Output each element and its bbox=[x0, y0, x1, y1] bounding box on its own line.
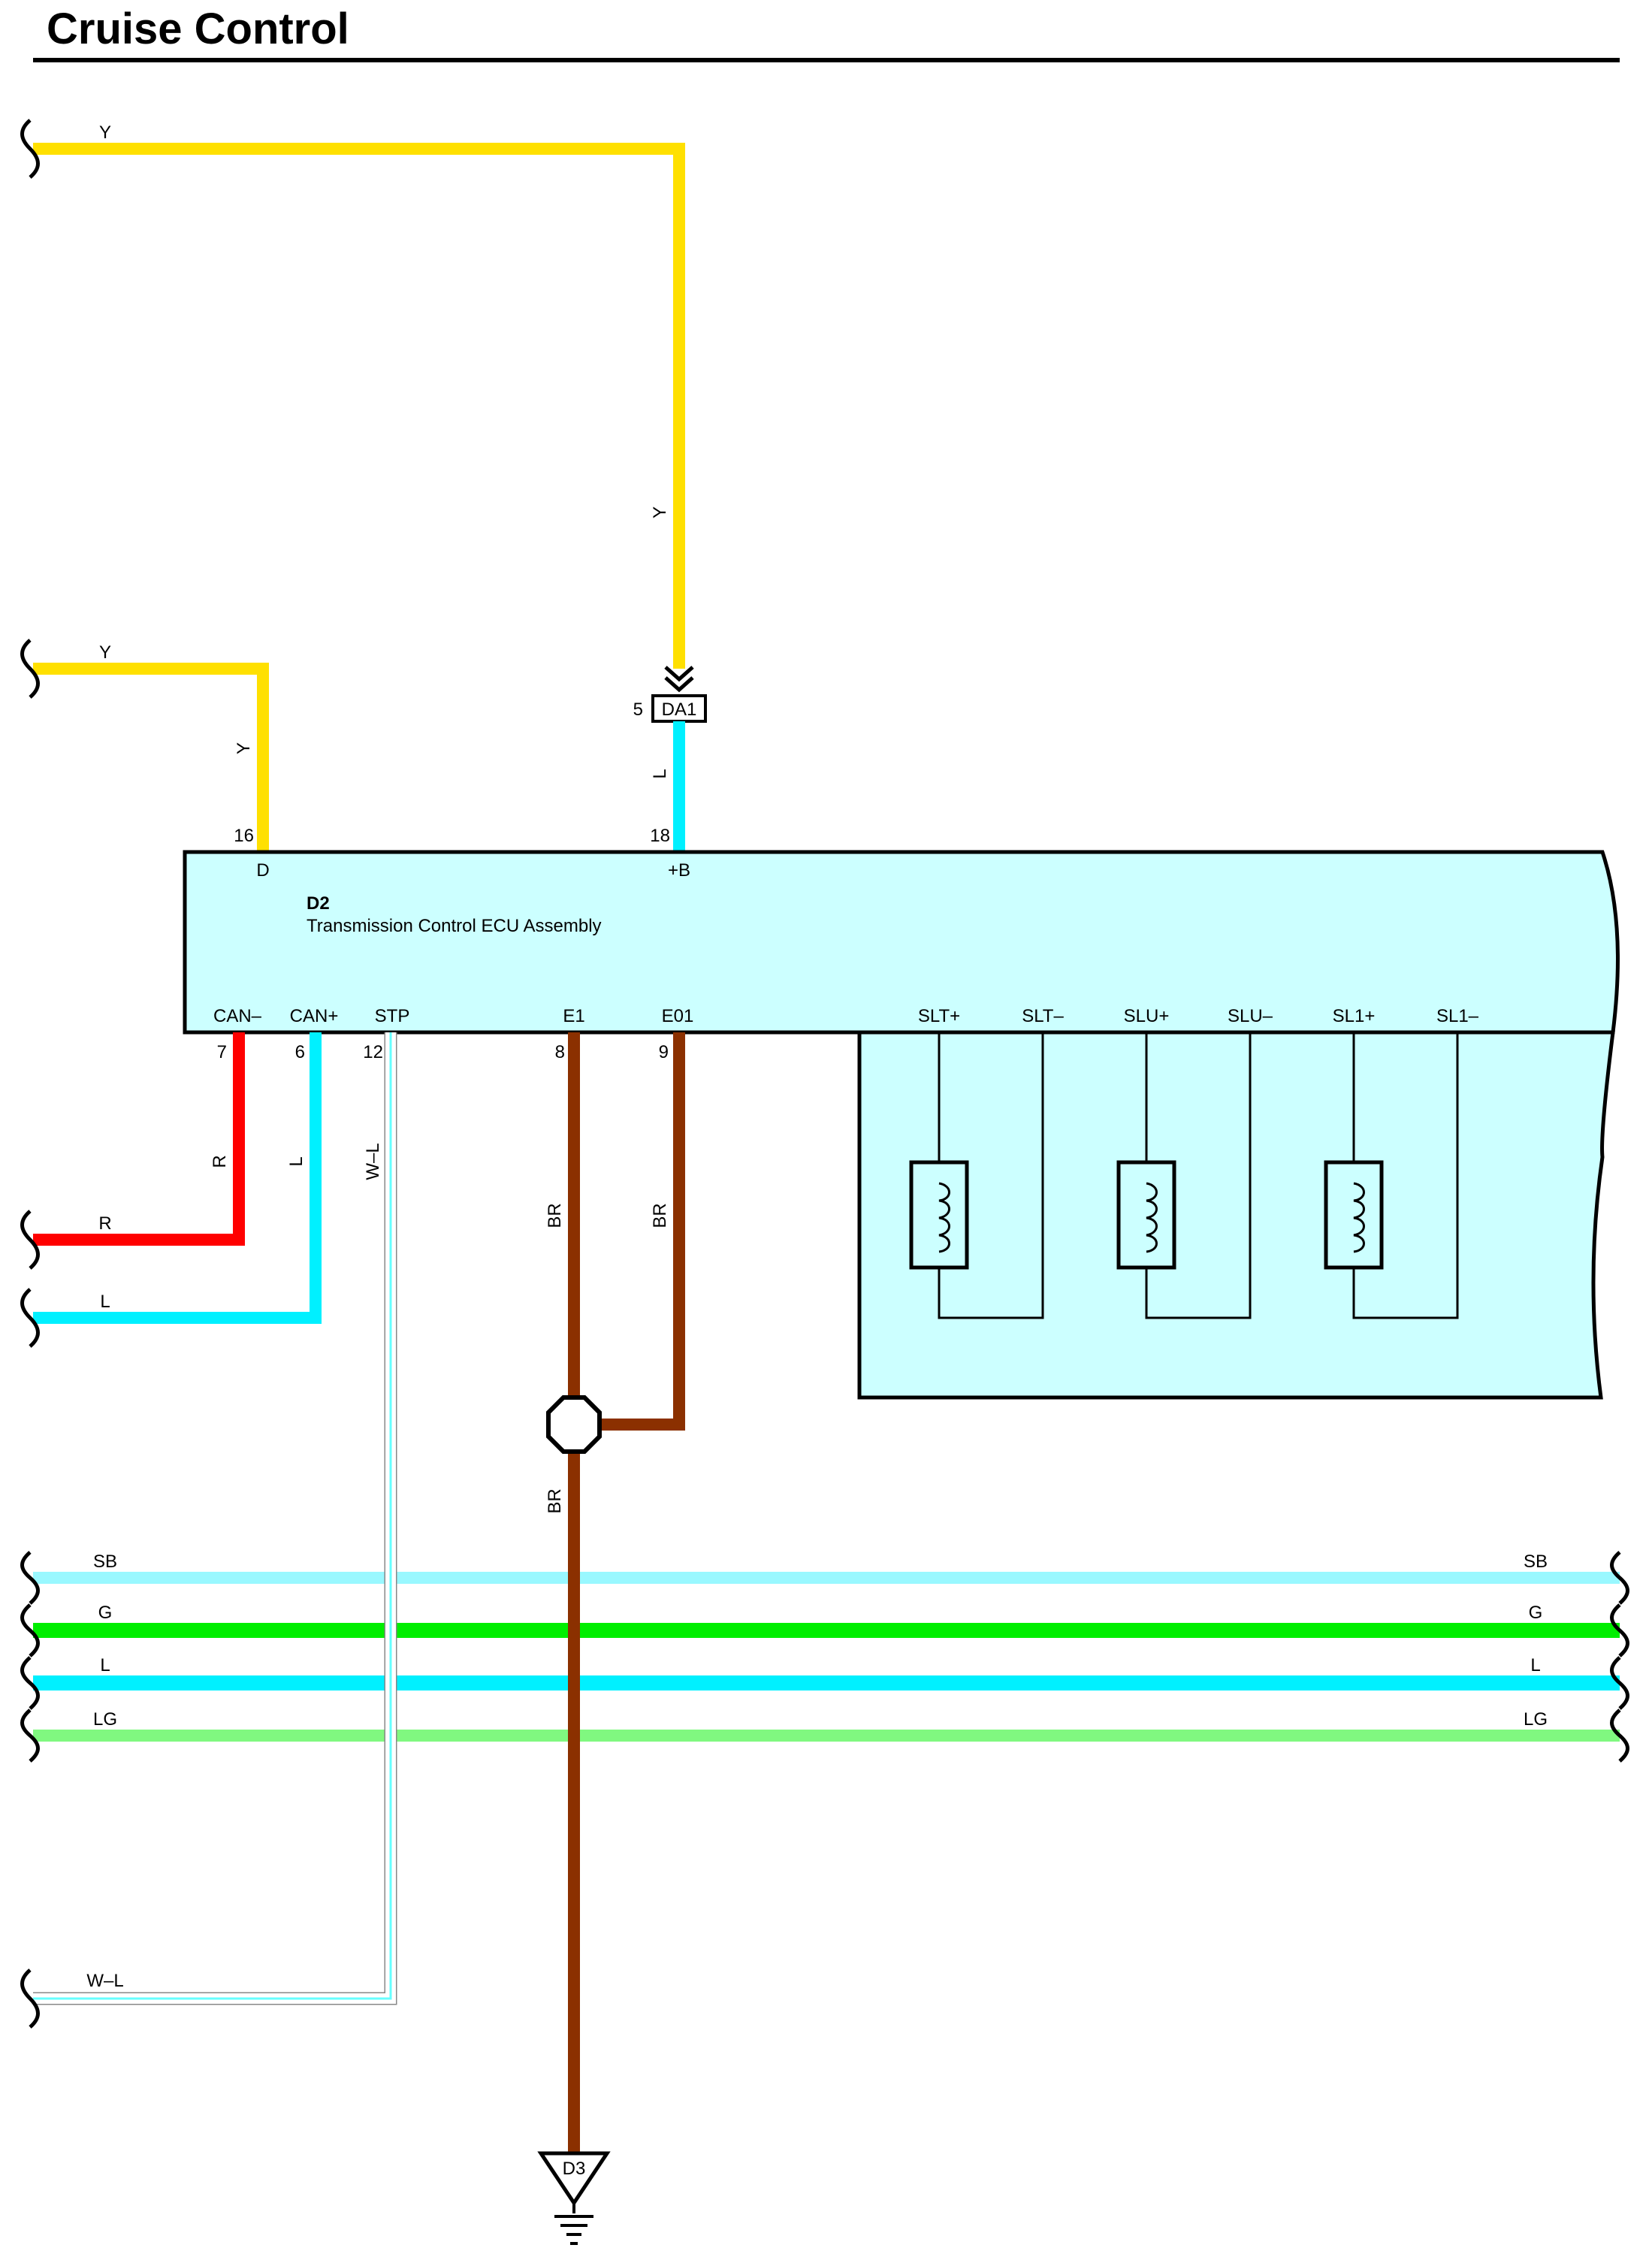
ground-triangle bbox=[537, 2151, 611, 2207]
connector-da1-pin: 5 bbox=[633, 699, 643, 720]
wire-l-can-label: L bbox=[100, 1292, 110, 1312]
wire-break-icon bbox=[1610, 1603, 1629, 1657]
terminal-stp-pin: 12 bbox=[363, 1042, 383, 1062]
wire-wl-stp-vertical-label: W–L bbox=[363, 1143, 383, 1180]
wire-wl-stp-stripe bbox=[33, 1032, 392, 2000]
wire-y-d-label: Y bbox=[99, 642, 111, 663]
connector-da1: DA1 5 bbox=[633, 666, 707, 723]
connector-chevron-icon bbox=[664, 676, 694, 693]
wire-l-can bbox=[33, 1032, 322, 1324]
bus-lg-right-label: LG bbox=[1524, 1709, 1548, 1730]
terminal-slu-plus-label: SLU+ bbox=[1124, 1006, 1170, 1026]
terminal-e01-label: E01 bbox=[662, 1006, 694, 1026]
wire-r-can-label: R bbox=[98, 1213, 111, 1234]
wire-break-icon bbox=[20, 1603, 40, 1657]
terminal-can-minus-pin: 7 bbox=[217, 1042, 227, 1062]
ecu-d2-solenoid-section bbox=[857, 1030, 1615, 1400]
wire-br-e01-label: BR bbox=[650, 1203, 670, 1228]
terminal-e1-pin: 8 bbox=[555, 1042, 565, 1062]
connector-da1-id: DA1 bbox=[662, 699, 697, 720]
wire-break-icon bbox=[20, 1551, 40, 1605]
solenoid-slt bbox=[909, 1032, 1044, 1319]
wire-r-can bbox=[33, 1032, 245, 1246]
terminal-d-pin: 16 bbox=[234, 826, 254, 846]
wire-br-ground-label: BR bbox=[545, 1488, 565, 1513]
wire-break-icon bbox=[20, 1656, 40, 1710]
bus-sb-left-label: SB bbox=[93, 1552, 117, 1572]
bus-sb-right-label: SB bbox=[1524, 1552, 1548, 1572]
wire-break-icon bbox=[20, 119, 40, 179]
wire-y-d-vertical-label: Y bbox=[234, 742, 254, 754]
wire-l-can-vertical-label: L bbox=[286, 1156, 307, 1166]
wire-y-d bbox=[33, 663, 269, 852]
coil-icon bbox=[1353, 1182, 1365, 1253]
bus-lg-left-label: LG bbox=[93, 1709, 117, 1730]
terminal-stp-label: STP bbox=[375, 1006, 410, 1026]
terminal-slu-minus-label: SLU– bbox=[1228, 1006, 1273, 1026]
wire-y-top-label: Y bbox=[99, 122, 111, 143]
solenoid-sl1 bbox=[1324, 1032, 1459, 1319]
wire-break-icon bbox=[20, 1210, 40, 1270]
terminal-slt-plus-label: SLT+ bbox=[918, 1006, 960, 1026]
terminal-b-pin: 18 bbox=[650, 826, 670, 846]
wire-break-icon bbox=[20, 1288, 40, 1348]
terminal-can-plus-pin: 6 bbox=[295, 1042, 305, 1062]
coil-icon bbox=[1146, 1182, 1158, 1253]
terminal-d-label: D bbox=[256, 860, 269, 881]
terminal-slt-minus-label: SLT– bbox=[1022, 1006, 1064, 1026]
terminal-e01-pin: 9 bbox=[659, 1042, 669, 1062]
wire-br-e1-label: BR bbox=[545, 1203, 565, 1228]
page-title: Cruise Control bbox=[47, 5, 349, 53]
bus-l-right-label: L bbox=[1530, 1655, 1540, 1675]
wire-wl-stp bbox=[33, 1032, 396, 2004]
wire-br-e01 bbox=[574, 1032, 685, 1431]
coil-icon bbox=[938, 1182, 950, 1253]
ground-id: D3 bbox=[563, 2159, 586, 2179]
connector-chevron-icon bbox=[664, 666, 694, 682]
wire-r-can-vertical-label: R bbox=[210, 1155, 230, 1168]
bus-g-right-label: G bbox=[1529, 1603, 1543, 1623]
terminal-can-plus-label: CAN+ bbox=[290, 1006, 339, 1026]
wire-break-icon bbox=[20, 1968, 40, 2029]
ecu-id: D2 bbox=[307, 893, 330, 914]
ecu-name: Transmission Control ECU Assembly bbox=[307, 916, 602, 936]
wire-break-icon bbox=[1610, 1656, 1629, 1710]
terminal-b-label: +B bbox=[668, 860, 690, 881]
solenoid-slu bbox=[1116, 1032, 1252, 1319]
terminal-sl1-plus-label: SL1+ bbox=[1333, 1006, 1376, 1026]
wire-break-icon bbox=[1610, 1551, 1629, 1605]
bus-g-left-label: G bbox=[98, 1603, 113, 1623]
wire-y-top bbox=[33, 143, 685, 669]
wire-y-vertical-label: Y bbox=[650, 506, 670, 518]
wire-wl-stp-edge bbox=[33, 1032, 397, 2005]
terminal-e1-label: E1 bbox=[563, 1006, 584, 1026]
bus-l-left-label: L bbox=[100, 1655, 110, 1675]
terminal-sl1-minus-label: SL1– bbox=[1436, 1006, 1479, 1026]
wire-wl-stp-label: W–L bbox=[86, 1971, 123, 1991]
wire-l-da1-label: L bbox=[650, 769, 670, 778]
wire-break-icon bbox=[20, 1709, 40, 1763]
ground-d3: D3 bbox=[537, 2151, 611, 2245]
wire-break-icon bbox=[1610, 1709, 1629, 1763]
ecu-d2-body bbox=[183, 850, 1620, 1035]
wire-break-icon bbox=[20, 639, 40, 699]
splice-point bbox=[546, 1395, 602, 1454]
terminal-can-minus-label: CAN– bbox=[213, 1006, 262, 1026]
wire-breaks bbox=[20, 119, 1629, 2029]
